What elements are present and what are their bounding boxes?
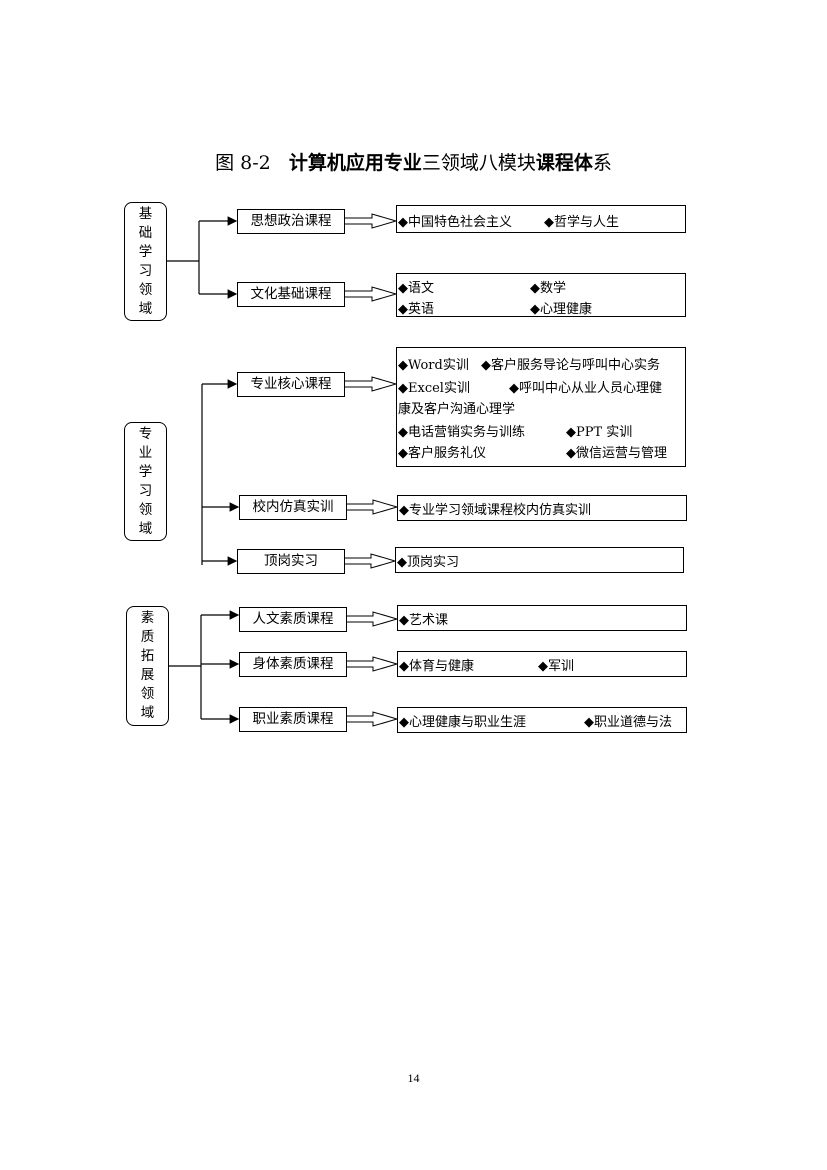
title-part: 课程体 [535,152,593,174]
content-item: ◆呼叫中心从业人员心理健 [509,381,662,396]
hollow-arrow [345,499,399,515]
domain-char: 学 [138,463,153,480]
domain-char: 域 [138,300,153,317]
hollow-arrow [345,711,399,727]
hollow-arrow [345,611,399,627]
content-item: ◆哲学与人生 [544,215,619,230]
domain-char: 拓 [140,648,155,664]
domain-box-basic: 基础学习领域 [124,202,167,321]
domain-char: 习 [138,262,153,279]
content-item: ◆艺术课 [399,613,448,628]
domain-box-professional: 专业学习领域 [124,422,167,541]
domain-char: 域 [140,705,155,721]
content-box: ◆艺术课 [397,605,687,631]
figure-title: 图 8-2 计算机应用专业三领域八模块课程体系 [0,148,827,175]
content-item: ◆微信运营与管理 [566,446,667,461]
content-item: ◆英语 [398,302,434,317]
content-item: ◆军训 [538,659,574,674]
course-box: 文化基础课程 [237,282,345,307]
content-item: ◆电话营销实务与训练 [398,425,525,440]
title-part: 系 [592,152,612,174]
content-box: ◆中国特色社会主义 ◆哲学与人生 [396,205,686,233]
content-item: 康及客户沟通心理学 [398,402,516,417]
course-box: 人文素质课程 [239,607,347,632]
content-box: ◆语文 ◆数学 ◆英语 ◆心理健康 [396,273,686,317]
content-box: ◆专业学习领域课程校内仿真实训 [397,495,687,521]
content-item: ◆专业学习领域课程校内仿真实训 [399,503,591,518]
domain-char: 础 [138,224,153,241]
hollow-arrow [343,286,398,302]
content-item: ◆客户服务礼仪 [398,446,486,461]
domain-char: 质 [140,629,155,645]
content-item: ◆顶岗实习 [397,555,459,570]
content-item: ◆Word实训 [398,358,469,373]
content-item: ◆中国特色社会主义 [398,215,512,230]
course-box: 顶岗实习 [237,549,345,574]
domain-char: 专 [138,425,153,442]
domain-box-quality: 素质拓展领域 [126,606,169,726]
content-box: ◆Word实训 ◆客户服务导论与呼叫中心实务 ◆Excel实训 ◆呼叫中心从业人… [396,347,686,467]
content-box: ◆顶岗实习 [395,547,684,573]
page-number: 14 [407,1071,420,1085]
course-box: 校内仿真实训 [239,495,347,520]
figure-number: 图 8-2 [215,152,271,174]
content-item: ◆心理健康 [530,302,592,317]
course-box: 职业素质课程 [239,707,347,732]
domain-char: 学 [138,243,153,260]
content-box: ◆心理健康与职业生涯 ◆职业道德与法 [397,707,687,733]
hollow-arrow [345,656,399,672]
domain-char: 素 [140,610,155,626]
domain-char: 领 [138,501,153,518]
content-box: ◆体育与健康 ◆军训 [397,651,687,677]
domain-char: 域 [138,520,153,537]
content-item: ◆语文 [398,281,434,296]
hollow-arrow [343,553,397,569]
hollow-arrow [343,376,398,392]
content-item: ◆职业道德与法 [584,715,672,730]
content-item: ◆体育与健康 [399,659,474,674]
content-item: ◆PPT 实训 [566,425,633,440]
domain-char: 领 [138,281,153,298]
domain-char: 基 [138,205,153,222]
content-item: ◆数学 [530,281,566,296]
course-box: 思想政治课程 [237,209,345,234]
title-part: 三领域八模块 [421,152,536,174]
course-box: 身体素质课程 [239,652,347,677]
bracket-line [169,615,202,719]
course-box: 专业核心课程 [237,372,345,397]
content-item: ◆Excel实训 [398,381,470,396]
content-item: ◆客户服务导论与呼叫中心实务 [481,358,660,373]
domain-char: 业 [138,444,153,461]
domain-char: 展 [140,667,155,683]
domain-char: 习 [138,482,153,499]
bracket-line [167,221,200,294]
domain-char: 领 [140,686,155,702]
content-item: ◆心理健康与职业生涯 [399,715,526,730]
title-part: 计算机应用专业 [288,152,422,174]
hollow-arrow [343,213,398,229]
